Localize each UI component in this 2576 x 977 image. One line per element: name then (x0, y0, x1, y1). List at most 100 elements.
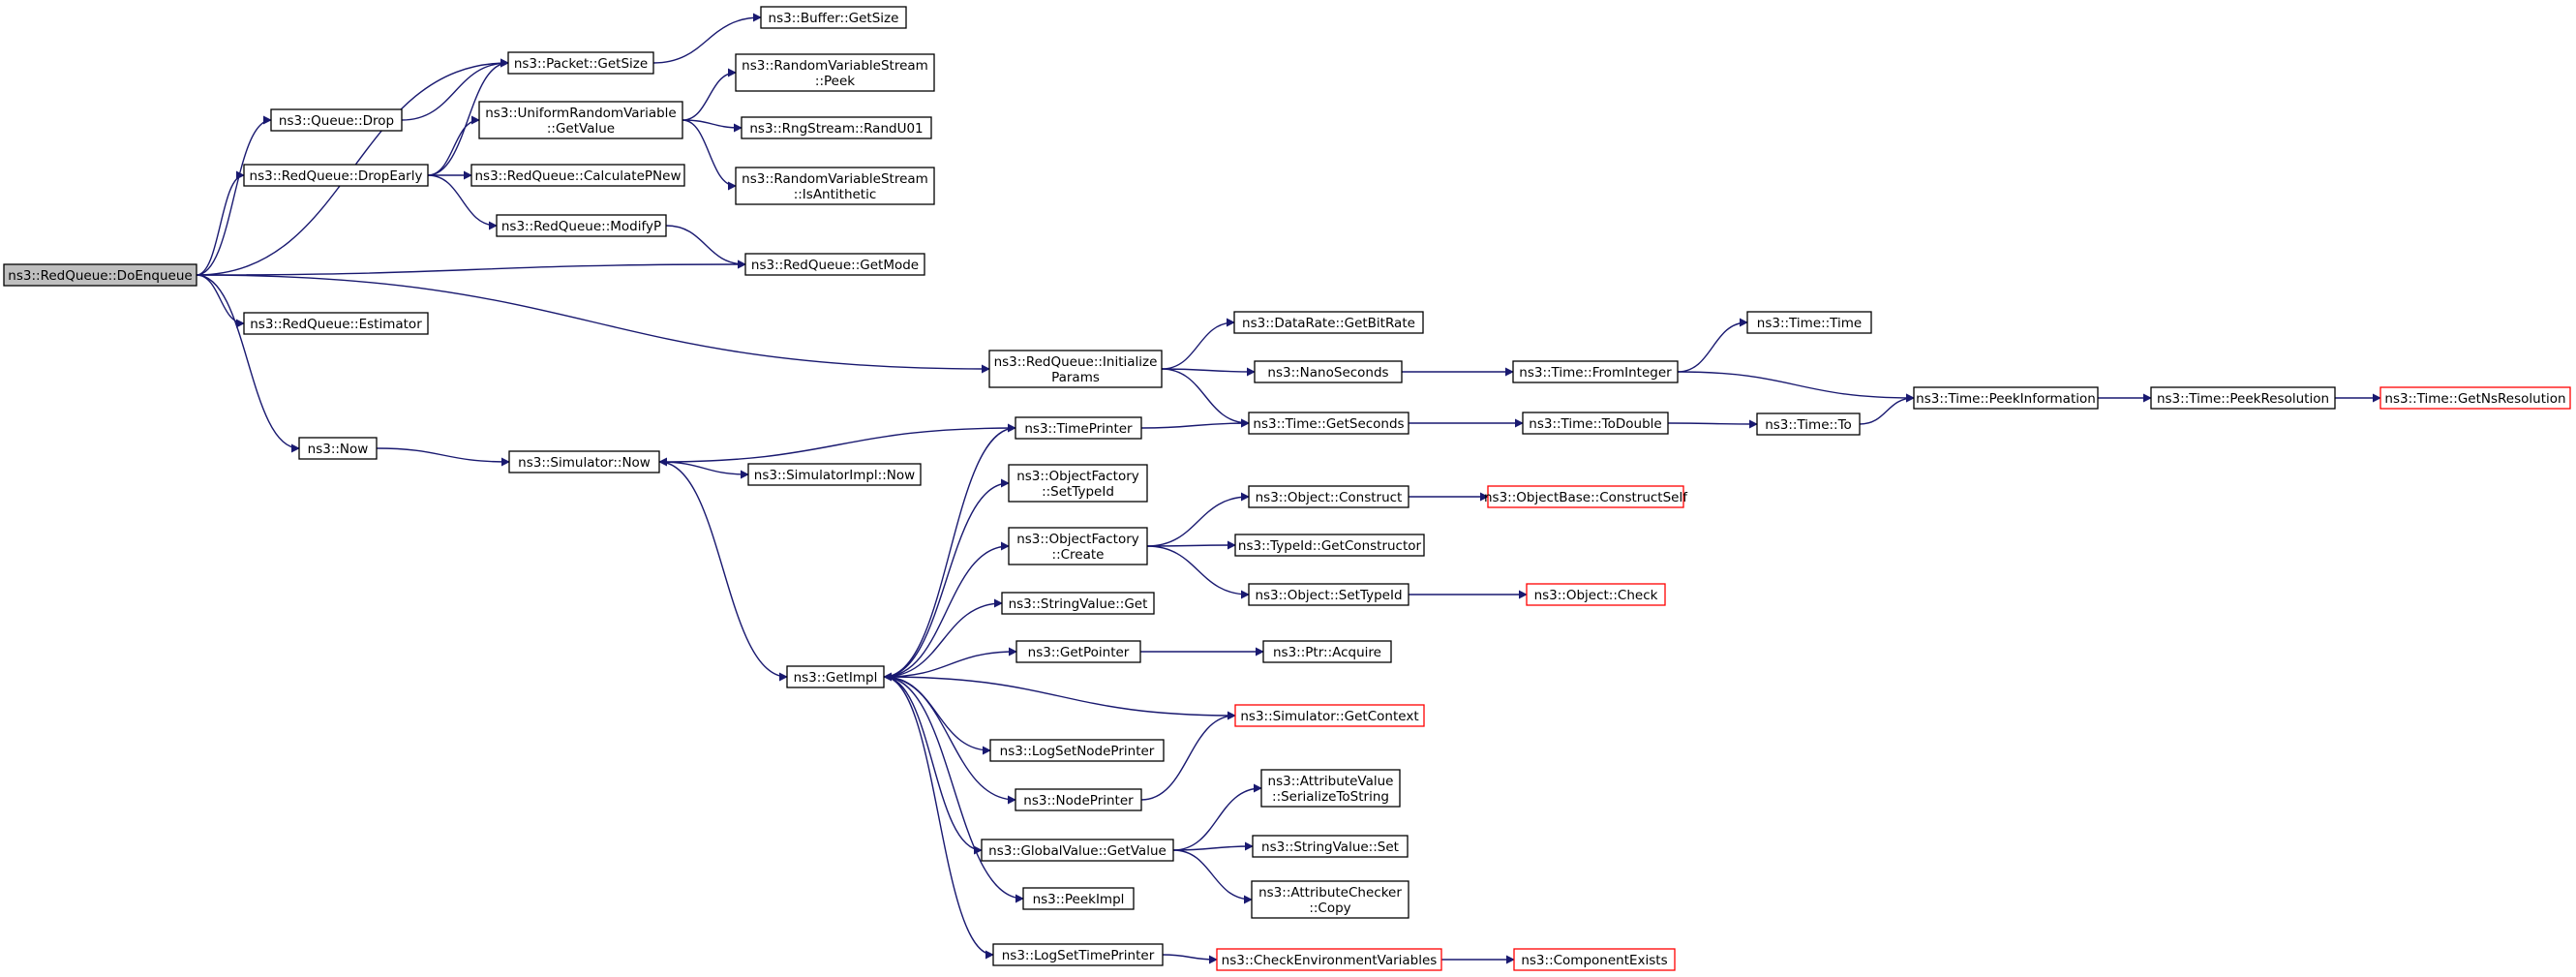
node-label: ns3::Object::Construct (1256, 490, 1403, 505)
node-ns3-simulator-now[interactable]: ns3::Simulator::Now (508, 450, 660, 473)
node-box (989, 739, 1165, 762)
node-ns3-object-settypeid[interactable]: ns3::Object::SetTypeId (1248, 583, 1409, 606)
node-ns3-buffer-getsize[interactable]: ns3::Buffer::GetSize (760, 6, 907, 29)
node-ns3-objectfactory-create[interactable]: ns3::ObjectFactory::Create (1008, 527, 1148, 565)
node-ns3-time-getseconds[interactable]: ns3::Time::GetSeconds (1248, 412, 1409, 435)
node-label: ns3::RandomVariableStream (742, 58, 928, 74)
edge-n31-n29 (1146, 492, 1250, 547)
node-ns3-checkenvironmentvariables[interactable]: ns3::CheckEnvironmentVariables (1216, 948, 1442, 971)
node-label: ns3::RedQueue::GetMode (751, 258, 919, 273)
edge-n38-n31 (883, 541, 1010, 678)
node-ns3-objectfactory-settypeid[interactable]: ns3::ObjectFactory::SetTypeId (1008, 464, 1148, 503)
node-ns3-componentexists[interactable]: ns3::ComponentExists (1513, 948, 1676, 971)
node-label: ns3::NanoSeconds (1267, 365, 1388, 381)
node-ns3-getimpl[interactable]: ns3::GetImpl (786, 665, 885, 688)
node-label: ns3::StringValue::Get (1009, 596, 1148, 612)
node-ns3-time-frominteger[interactable]: ns3::Time::FromInteger (1512, 360, 1679, 383)
node-ns3-redqueue-estimator[interactable]: ns3::RedQueue::Estimator (243, 312, 429, 335)
node-label: ns3::GlobalValue::GetValue (988, 843, 1167, 859)
node-label: ns3::Object::SetTypeId (1255, 588, 1402, 603)
edge-n38-n43 (883, 676, 983, 855)
node-ns3-queue-drop[interactable]: ns3::Queue::Drop (270, 108, 403, 132)
node-ns3-object-construct[interactable]: ns3::Object::Construct (1248, 485, 1409, 508)
node-box (981, 839, 1174, 862)
node-ns3-redqueue-doenqueue[interactable]: ns3::RedQueue::DoEnqueue (3, 263, 197, 287)
node-label: ns3::Time::PeekInformation (1916, 391, 2096, 407)
node-ns3-attributechecker-copy[interactable]: ns3::AttributeChecker::Copy (1251, 880, 1409, 919)
node-ns3-uniformrandomvariable-getvalue[interactable]: ns3::UniformRandomVariable::GetValue (478, 101, 683, 139)
node-ns3-time-peekresolution[interactable]: ns3::Time::PeekResolution (2150, 386, 2336, 410)
node-ns3-redqueue-getmode[interactable]: ns3::RedQueue::GetMode (744, 253, 925, 276)
node-ns3-nanoseconds[interactable]: ns3::NanoSeconds (1254, 360, 1403, 383)
edges-layer (196, 13, 2381, 964)
node-label: ::Copy (1309, 901, 1350, 916)
edge-n26-n27 (658, 461, 749, 479)
edge-n7-n2 (427, 58, 509, 176)
node-label: ns3::Time::FromInteger (1519, 365, 1672, 381)
node-ns3-redqueue-calculatepnew[interactable]: ns3::RedQueue::CalculatePNew (470, 164, 685, 187)
node-label: ns3::Object::Check (1534, 588, 1658, 603)
node-box (735, 167, 935, 205)
node-ns3-redqueue-modifyp[interactable]: ns3::RedQueue::ModifyP (496, 214, 667, 237)
edge-n21-n26 (376, 447, 510, 467)
edge-n17-n18 (1677, 371, 1915, 403)
node-ns3-now[interactable]: ns3::Now (298, 437, 378, 460)
node-ns3-attributevalue-serializetostring[interactable]: ns3::AttributeValue::SerializeToString (1260, 769, 1401, 808)
node-ns3-packet-getsize[interactable]: ns3::Packet::GetSize (507, 51, 654, 75)
node-ns3-logsettimeprinter[interactable]: ns3::LogSetTimePrinter (992, 943, 1164, 966)
edge-n25-n18 (1859, 393, 1915, 425)
node-ns3-stringvalue-get[interactable]: ns3::StringValue::Get (1001, 592, 1155, 615)
node-box (270, 108, 403, 132)
node-ns3-object-check[interactable]: ns3::Object::Check (1526, 583, 1666, 606)
node-label: ns3::NodePrinter (1023, 793, 1134, 809)
node-label: ns3::Time::GetNsResolution (2384, 391, 2565, 407)
node-ns3-time-time[interactable]: ns3::Time::Time (1746, 311, 1872, 334)
node-label: ns3::GetImpl (794, 670, 878, 686)
nodes-layer: ns3::RedQueue::DoEnqueue ns3::Buffer::Get… (3, 6, 2571, 971)
node-label: ns3::Simulator::Now (518, 455, 651, 471)
node-box (1233, 311, 1424, 334)
node-label: ::SerializeToString (1272, 789, 1389, 805)
node-ns3-simulatorimpl-now[interactable]: ns3::SimulatorImpl::Now (747, 463, 922, 486)
node-ns3-typeid-getconstructor[interactable]: ns3::TypeId::GetConstructor (1234, 534, 1425, 557)
node-ns3-peekimpl[interactable]: ns3::PeekImpl (1022, 887, 1135, 910)
node-ns3-ptr-acquire[interactable]: ns3::Ptr::Acquire (1262, 640, 1392, 663)
node-ns3-randomvariablestream-isantithetic[interactable]: ns3::RandomVariableStream::IsAntithetic (735, 167, 935, 205)
edge-n24-n25 (1667, 419, 1758, 429)
node-ns3-datarate-getbitrate[interactable]: ns3::DataRate::GetBitRate (1233, 311, 1424, 334)
node-ns3-redqueue-dropearly[interactable]: ns3::RedQueue::DropEarly (243, 164, 429, 187)
node-label: ns3::GetPointer (1028, 645, 1130, 660)
node-ns3-logsetnodeprinter[interactable]: ns3::LogSetNodePrinter (989, 739, 1165, 762)
node-ns3-timeprinter[interactable]: ns3::TimePrinter (1015, 416, 1142, 440)
node-label: ns3::RedQueue::DropEarly (250, 168, 423, 184)
node-ns3-getpointer[interactable]: ns3::GetPointer (1015, 640, 1141, 663)
node-label: ns3::RedQueue::CalculatePNew (474, 168, 681, 184)
node-label: ns3::PeekImpl (1033, 892, 1125, 907)
node-label: ::GetValue (547, 121, 615, 137)
node-box (988, 350, 1163, 388)
node-ns3-time-todouble[interactable]: ns3::Time::ToDouble (1522, 412, 1669, 435)
node-ns3-globalvalue-getvalue[interactable]: ns3::GlobalValue::GetValue (981, 839, 1174, 862)
node-ns3-objectbase-constructself[interactable]: ns3::ObjectBase::ConstructSelf (1484, 485, 1688, 508)
node-ns3-time-peekinformation[interactable]: ns3::Time::PeekInformation (1913, 386, 2099, 410)
node-label: ns3::ObjectFactory (1016, 469, 1139, 484)
node-ns3-randomvariablestream-peek[interactable]: ns3::RandomVariableStream::Peek (735, 53, 935, 92)
edge-n42-n39 (1140, 711, 1236, 801)
node-label: ns3::LogSetTimePrinter (1002, 948, 1155, 963)
node-box (3, 263, 197, 287)
node-label: ns3::RedQueue::ModifyP (501, 219, 661, 234)
node-box (1234, 704, 1425, 727)
node-label: ns3::RedQueue::Estimator (250, 317, 422, 332)
node-ns3-stringvalue-set[interactable]: ns3::StringValue::Set (1252, 835, 1409, 858)
edge-n47-n48 (1162, 954, 1218, 964)
node-label: ns3::Queue::Drop (279, 113, 394, 129)
node-ns3-rngstream-randu01[interactable]: ns3::RngStream::RandU01 (741, 116, 932, 139)
node-ns3-nodeprinter[interactable]: ns3::NodePrinter (1015, 788, 1142, 811)
node-ns3-time-to[interactable]: ns3::Time::To (1756, 412, 1861, 436)
edge-n4-n6 (682, 119, 742, 133)
node-ns3-simulator-getcontext[interactable]: ns3::Simulator::GetContext (1234, 704, 1425, 727)
node-ns3-time-getnsresolution[interactable]: ns3::Time::GetNsResolution (2379, 386, 2571, 410)
node-label: ns3::Buffer::GetSize (769, 11, 899, 26)
node-box (1913, 386, 2099, 410)
